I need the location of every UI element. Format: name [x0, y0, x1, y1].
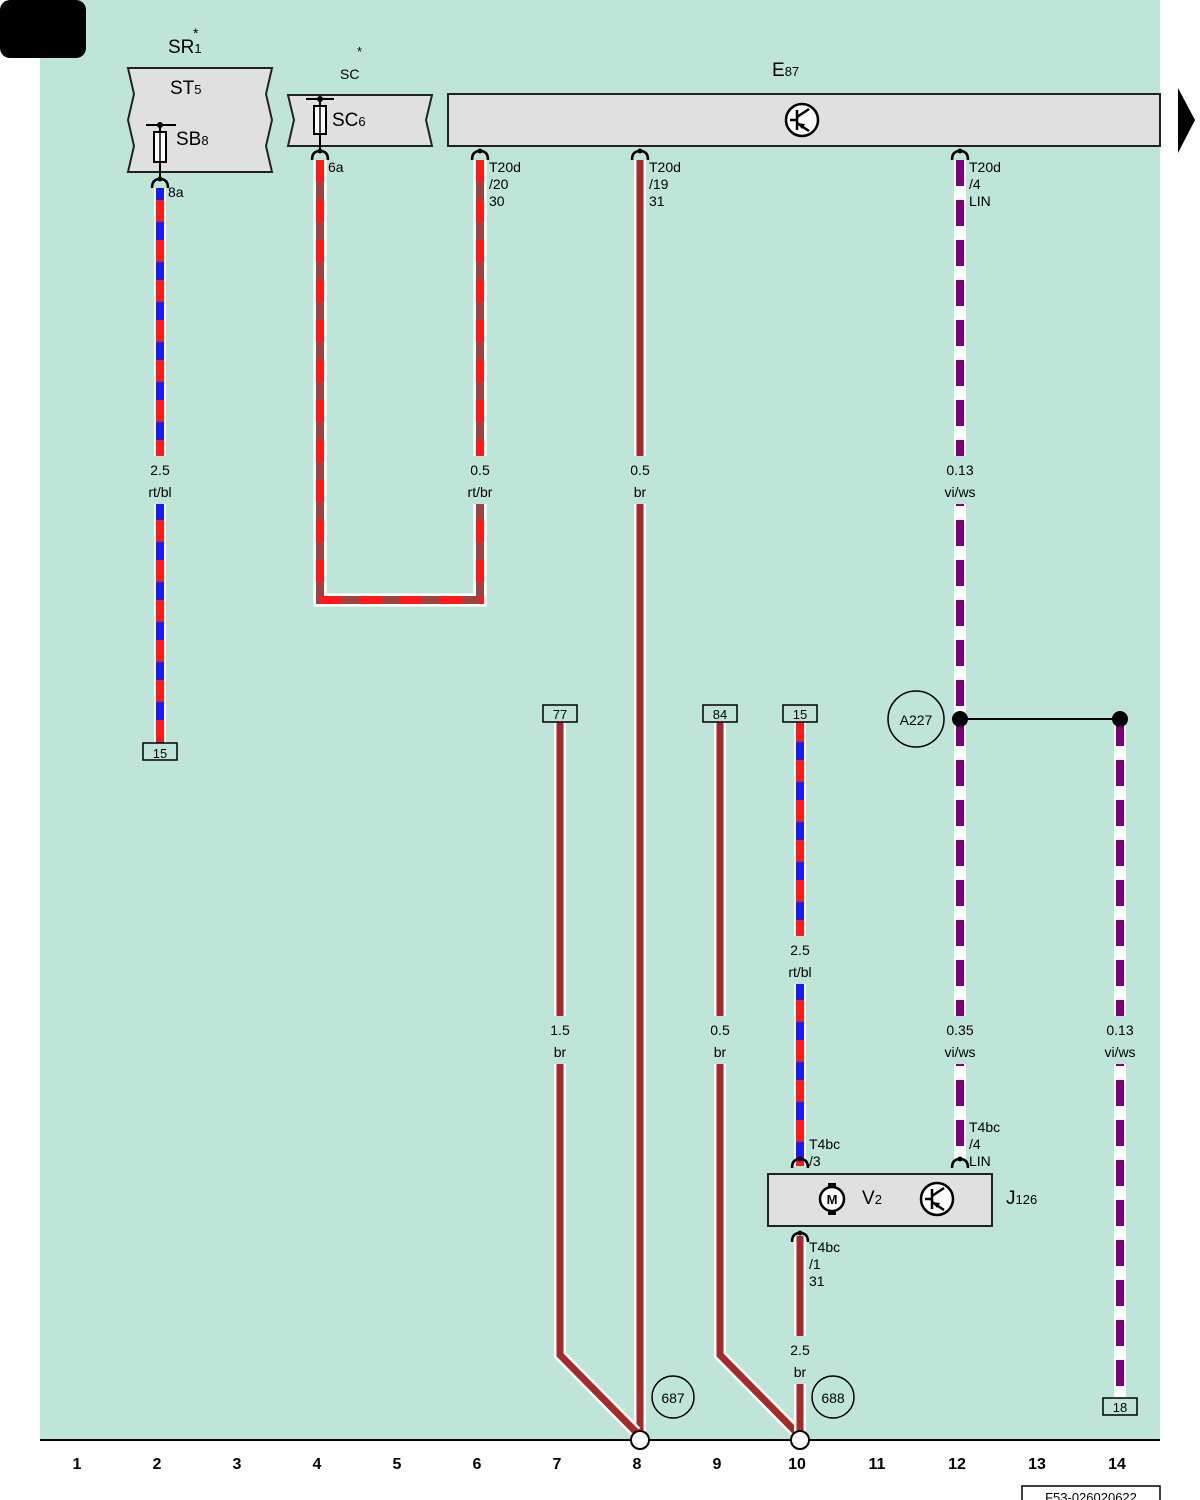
- wire-col6-size: 0.5: [470, 462, 490, 478]
- col-num: 13: [1028, 1456, 1046, 1473]
- col-num: 5: [393, 1456, 402, 1473]
- pin-e87-4-label: T20d /4 LIN: [969, 159, 1005, 209]
- col-num: 10: [788, 1456, 806, 1473]
- ground-node-col10: [790, 1430, 810, 1450]
- sr-star: *: [193, 25, 199, 41]
- col-num: 2: [153, 1456, 162, 1473]
- wire-col9-color: br: [714, 1044, 727, 1060]
- wire-col2-color: rt/bl: [148, 484, 171, 500]
- e87-label: E87: [772, 60, 799, 81]
- col-num: 1: [73, 1456, 82, 1473]
- col-num: 3: [233, 1456, 242, 1473]
- ground-688-circle: [811, 1375, 855, 1419]
- col-num: 4: [313, 1456, 322, 1473]
- a227-node: [952, 711, 968, 727]
- corner-tab: [0, 0, 86, 58]
- col-num: 9: [713, 1456, 722, 1473]
- wire-col12-bottom-size: 0.35: [946, 1022, 973, 1038]
- wire-col9-size: 0.5: [710, 1022, 730, 1038]
- j126-label: J126: [1006, 1188, 1037, 1209]
- wire-col6-color: rt/br: [468, 484, 493, 500]
- col-num: 12: [948, 1456, 966, 1473]
- transistor-icon: [784, 102, 820, 138]
- wire-labels: 2.5 rt/bl 0.5 rt/br 0.5 br 0.13 vi/ws 2.…: [140, 456, 1142, 1384]
- col-num: 8: [633, 1456, 642, 1473]
- sc-label: SC6: [332, 110, 366, 131]
- ground-687-label: 687: [661, 1390, 685, 1406]
- drawing-id-box: [1021, 1485, 1161, 1500]
- wire-col14-size: 0.13: [1106, 1022, 1133, 1038]
- drawing-id: F53-026020622: [1045, 1490, 1137, 1500]
- ref-box-col10: [782, 704, 818, 723]
- pin-sb-label: 8a: [168, 184, 184, 200]
- a227-label: A227: [900, 712, 933, 728]
- pin-j126-1-label: T4bc /1 31: [809, 1239, 844, 1289]
- st-label: ST5: [170, 78, 202, 99]
- ref-col9-label: 84: [713, 707, 727, 722]
- v2-label: V2: [862, 1188, 882, 1209]
- ref-box-col7: [542, 704, 578, 723]
- wire-col7-core: [556, 722, 639, 1435]
- wire-col7-size: 1.5: [550, 1022, 570, 1038]
- sc-group-star: *: [357, 44, 362, 59]
- wire-col8-color: br: [634, 484, 647, 500]
- wire-col4: [316, 160, 324, 604]
- ground-687-circle: [651, 1375, 695, 1419]
- wire-col10-bottom-color: br: [794, 1364, 807, 1380]
- ref-box-col2: [142, 742, 178, 761]
- wire-col12-top-color: vi/ws: [944, 484, 975, 500]
- ground-node-col8: [630, 1430, 650, 1450]
- col-num: 6: [473, 1456, 482, 1473]
- wire-col2-size: 2.5: [150, 462, 170, 478]
- ref-col7-label: 77: [553, 707, 567, 722]
- ground-688-label: 688: [821, 1390, 845, 1406]
- wire-col10-bottom-size: 2.5: [790, 1342, 810, 1358]
- pin-e87-20-label: T20d /20 30: [489, 159, 525, 209]
- col-num: 11: [869, 1456, 886, 1473]
- wire-col10-top-size: 2.5: [790, 942, 810, 958]
- wire-col7-color: br: [554, 1044, 567, 1060]
- motor-icon: M: [818, 1183, 846, 1215]
- pin-j126-4-label: T4bc /4 LIN: [969, 1119, 1004, 1169]
- wire-col10-top-color: rt/bl: [788, 964, 811, 980]
- ref-col2-label: 15: [153, 746, 167, 761]
- wire-col12-core: [956, 160, 964, 1160]
- sb-fuse-icon: [146, 122, 176, 178]
- wire-col12-bottom-color: vi/ws: [944, 1044, 975, 1060]
- pin-e87-19-label: T20d /19 31: [649, 159, 685, 209]
- ref-col10-label: 15: [793, 707, 807, 722]
- ref-boxes: 15 77 84 15 18: [142, 704, 1138, 1416]
- pin-j126-3-label: T4bc /3: [809, 1136, 844, 1169]
- motor-letter: M: [827, 1192, 838, 1207]
- wire-col6: [476, 160, 484, 604]
- j126-box: [767, 1173, 993, 1227]
- wire-col9-core: [716, 722, 799, 1435]
- col14-node: [1112, 711, 1128, 727]
- ref-col14-label: 18: [1113, 1400, 1127, 1415]
- ref-box-col9: [702, 704, 738, 723]
- wire-loop-bottom: [316, 596, 484, 604]
- a227-circle: [887, 690, 945, 748]
- pin-sc-label: 6a: [328, 159, 344, 175]
- sc-fuse-icon: [306, 96, 334, 152]
- wire-col8-size: 0.5: [630, 462, 650, 478]
- sc-group-label: SC: [340, 66, 359, 82]
- j126-transistor-icon: [919, 1181, 955, 1217]
- ref-box-col14: [1102, 1397, 1138, 1416]
- column-numbers: 1 2 3 4 5 6 7 8 9 10 11 12 13 14: [73, 1456, 1126, 1473]
- wire-col14-color: vi/ws: [1104, 1044, 1135, 1060]
- continue-arrow-icon[interactable]: [1178, 88, 1195, 153]
- col-num: 14: [1108, 1456, 1126, 1473]
- sb-label: SB8: [176, 129, 209, 150]
- wire-col12-top-size: 0.13: [946, 462, 973, 478]
- col-num: 7: [553, 1456, 562, 1473]
- sr-label: SR1: [168, 37, 202, 58]
